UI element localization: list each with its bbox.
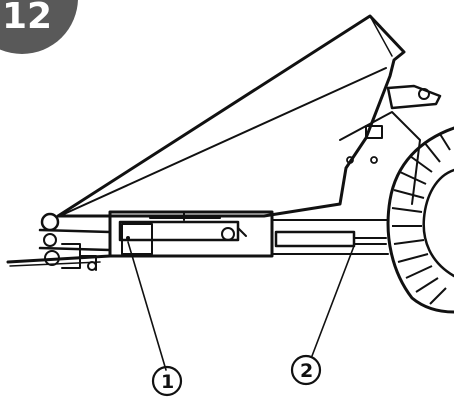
tyre-tread: [391, 133, 451, 305]
step-number: 12: [2, 0, 52, 37]
cutter-hood: [56, 14, 406, 218]
blade-mount: [6, 212, 112, 271]
callout-2: 2: [290, 354, 322, 386]
step-badge: 12: [0, 0, 78, 54]
callout-2-label: 2: [300, 360, 313, 382]
frame-body: [108, 210, 389, 258]
mounting-bracket: [339, 84, 442, 205]
tyre: [386, 126, 454, 314]
push-rod: [118, 220, 387, 255]
callout-1: 1: [151, 365, 183, 397]
leader-lines: [127, 241, 355, 371]
callout-1-label: 1: [161, 371, 174, 393]
